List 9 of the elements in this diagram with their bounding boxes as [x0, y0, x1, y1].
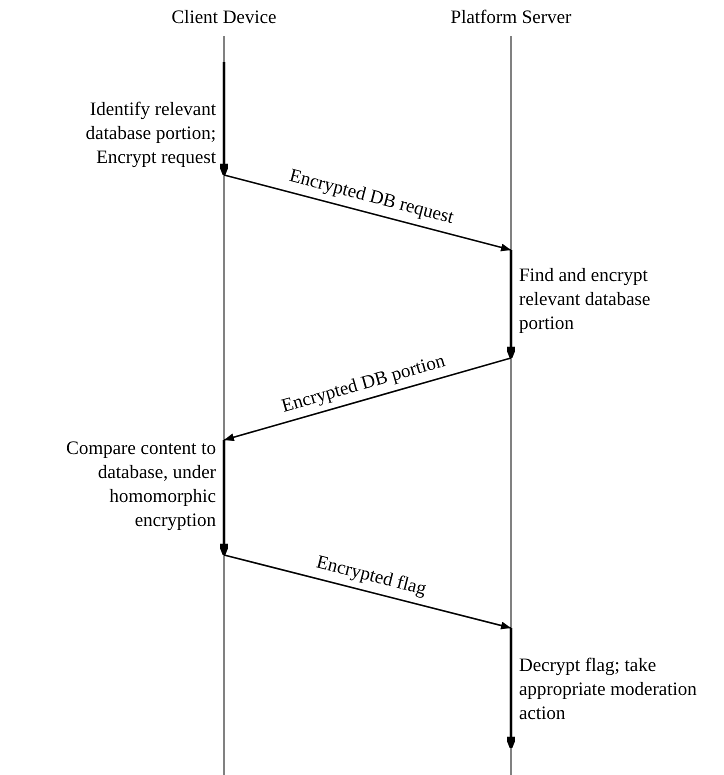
message-arrow: [224, 357, 512, 442]
step-text: Decrypt flag; take appropriate moderation action: [519, 654, 697, 726]
message-arrow: [224, 174, 512, 252]
step-text: Find and encrypt relevant database portion: [519, 264, 652, 336]
step-text: Identify relevant database portion; Encrypt request: [84, 98, 216, 170]
message-arrow: [224, 554, 512, 630]
lifeline-title: Platform Server: [450, 6, 572, 30]
step-text: Compare content to database, under homomorphic encryption: [65, 437, 216, 533]
lifeline-title: Client Device: [172, 6, 276, 30]
